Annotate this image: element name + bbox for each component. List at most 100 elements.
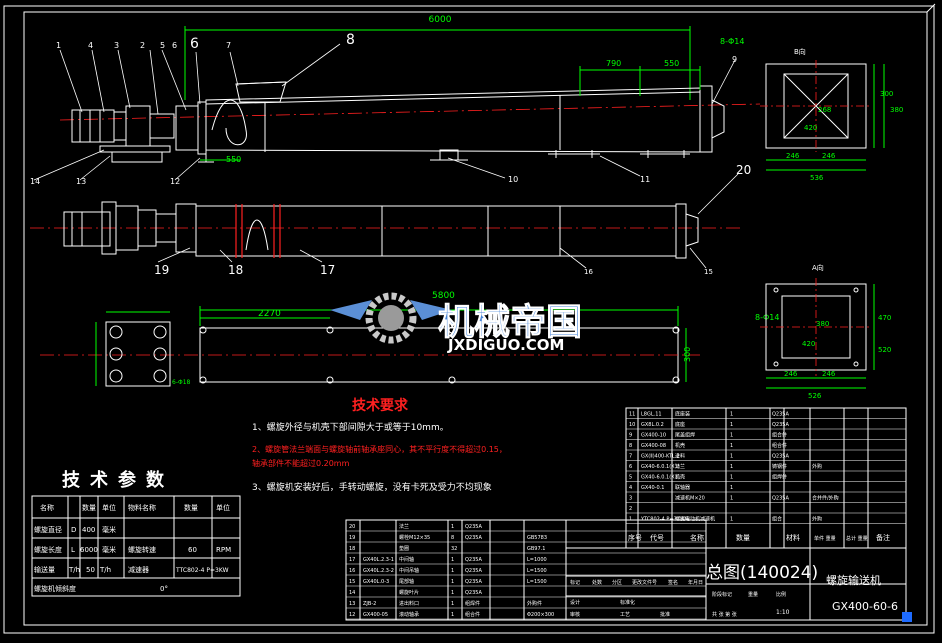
table-cell: 7 (629, 454, 632, 460)
table-cell: 11 (629, 412, 635, 418)
table-cell: 组合件 (772, 432, 787, 439)
table-cell: 1 (451, 612, 454, 618)
sec-b-420: 420 (804, 124, 817, 132)
supports (430, 149, 690, 161)
callout-1: 1 (56, 41, 61, 50)
table-cell: 铸钢件 (772, 463, 787, 470)
logo-gear-icon (365, 292, 417, 344)
tech-req-title: 技术要求 (352, 397, 409, 414)
svg-text:T/h: T/h (99, 566, 111, 574)
callout-4: 4 (88, 41, 93, 50)
bom-hdr-totalwt: 总计 重量 (846, 535, 868, 542)
table-cell: 17 (349, 557, 355, 563)
logo-url: JXDIGUO.COM (447, 336, 564, 354)
bom-hdr-code: 代号 (650, 533, 664, 542)
table-cell: 进料 (675, 453, 685, 460)
table-cell: 14 (349, 590, 355, 596)
bom-hdr-remark: 备注 (876, 533, 890, 542)
callout-8: 8 (346, 32, 355, 48)
svg-text:RPM: RPM (216, 546, 231, 554)
tech-req-1: 1、螺旋外径与机壳下部间隙大于或等于10mm。 (252, 421, 449, 433)
drawing-title: 总图(140024) (706, 563, 818, 583)
table-cell: 13 (349, 601, 355, 607)
table-cell: ZJB-2 (363, 601, 376, 607)
plan-view (30, 173, 740, 269)
table-cell: 8 (451, 535, 454, 541)
sec-a-246a: 246 (784, 370, 798, 378)
table-cell: 6 (629, 464, 632, 470)
callout-20: 20 (736, 163, 751, 177)
table-cell: 组焊件 (772, 474, 787, 481)
param-hdr-4: 数量 (184, 503, 198, 512)
bom-hdr-qty: 数量 (736, 533, 750, 542)
table-cell: 组合 (772, 516, 782, 523)
table-cell: 1 (730, 464, 733, 470)
table-cell: 合并件/外购 (812, 495, 839, 502)
table-cell: 1 (730, 475, 733, 481)
table-cell: 32 (451, 546, 457, 552)
table-cell: 1 (730, 517, 733, 523)
dim-550-left: 550 (226, 155, 241, 164)
svg-text:签名: 签名 (668, 579, 678, 586)
svg-text:年月日: 年月日 (688, 579, 703, 586)
sec-b-246a: 246 (786, 152, 800, 160)
table-cell: 机壳 (675, 474, 685, 481)
bolt-note-top: 8-Φ14 (720, 37, 744, 46)
svg-text:6000: 6000 (80, 546, 98, 554)
tech-requirements: 技术要求 1、螺旋外径与机壳下部间隙大于或等于10mm。 2、螺旋管法兰端面与螺… (252, 397, 507, 493)
drawing-no: GX400-60-6 (832, 600, 898, 613)
svg-text:分区: 分区 (612, 579, 622, 586)
table-cell: 1 (730, 433, 733, 439)
table-cell: 4 (629, 485, 632, 491)
table-cell: 1 (730, 443, 733, 449)
table-cell: 底座 (675, 421, 685, 428)
drawing-frame (3, 3, 936, 634)
callouts-bottom: 19 18 17 16 15 20 (154, 163, 751, 277)
callout-13: 13 (76, 177, 86, 186)
table-cell: 1 (730, 412, 733, 418)
table-cell: 进出料口 (399, 600, 419, 607)
tech-req-3: 3、螺旋机安装好后，手转动螺旋，没有卡死及受力不均现象 (252, 481, 492, 493)
table-cell: 底座装 (675, 411, 690, 418)
table-cell: GX40L.0-3 (363, 579, 389, 585)
sec-a-246b: 246 (822, 370, 836, 378)
tech-req-2b: 轴承部件不能超过0.20mm (252, 458, 350, 468)
table-cell: GX40L.2.3-2 (363, 568, 394, 574)
svg-text:工艺: 工艺 (620, 612, 630, 618)
table-cell: 尾盖组焊 (675, 432, 695, 439)
table-cell: GX400-08 (641, 443, 666, 449)
table-cell: GX40-6.0.1(X1) (641, 475, 680, 481)
table-cell: 1 (451, 601, 454, 607)
svg-text:设计: 设计 (570, 599, 580, 606)
sec-b-300: 300 (880, 90, 893, 98)
callout-19: 19 (154, 263, 169, 277)
callout-2: 2 (140, 41, 145, 50)
table-cell: 1 (451, 557, 454, 563)
table-cell: 3 (629, 496, 632, 502)
scale: 1:10 (776, 609, 790, 616)
corner-marker (902, 612, 912, 622)
dim-5800: 5800 (432, 291, 455, 301)
table-cell: 1 (451, 524, 454, 530)
table-cell: GX(Ⅱ)400-KTL.2 (641, 454, 680, 460)
drive-housing (175, 101, 214, 163)
table-cell: 1 (730, 485, 733, 491)
svg-text:50: 50 (86, 566, 95, 574)
svg-text:阶段标记: 阶段标记 (712, 591, 732, 598)
svg-text:标准化: 标准化 (620, 599, 635, 606)
sec-a-470: 470 (878, 314, 891, 322)
svg-text:共 张 第 张: 共 张 第 张 (712, 611, 737, 618)
table-cell: 1 (451, 568, 454, 574)
callout-6b: 6 (190, 36, 199, 52)
logo-wing-right (410, 300, 452, 320)
table-cell: GX400-05 (363, 612, 388, 618)
table-cell: GX40-0.1 (641, 485, 664, 491)
table-cell: 外购件 (527, 600, 542, 607)
dim-790: 790 (606, 59, 621, 68)
bom-hdr-name: 名称 (690, 533, 704, 542)
callout-12: 12 (170, 177, 180, 186)
table-cell: GX400-10 (641, 433, 666, 439)
callout-9: 9 (732, 55, 737, 64)
sec-a-526: 526 (808, 392, 822, 400)
